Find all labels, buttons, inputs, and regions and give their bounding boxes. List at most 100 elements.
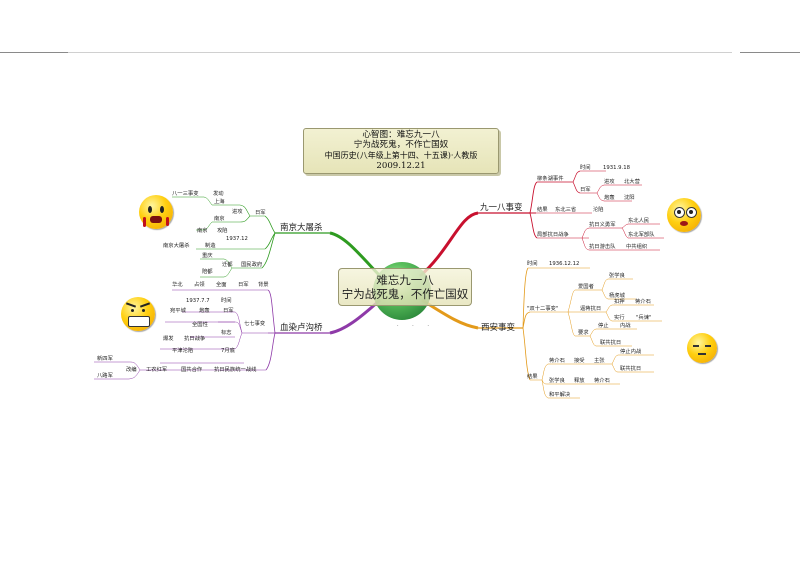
node-xian-t25[interactable]: 和平解决 [549, 392, 571, 398]
node-xian-t11[interactable]: "兵谏" [636, 315, 652, 321]
node-xian-t21[interactable]: 结果 [527, 374, 538, 380]
node-918-t14[interactable]: 东北人民 [628, 218, 650, 224]
node-nanjing-t11[interactable]: 制造 [205, 243, 216, 249]
node-lugou-t13[interactable]: 七七事变 [244, 321, 266, 327]
node-xian-t13[interactable]: 停止 [598, 323, 609, 329]
node-lugou-t21[interactable]: 国共合作 [181, 367, 203, 373]
center-dots: · · · [397, 323, 435, 329]
node-918-t2[interactable]: 时间 [580, 165, 591, 171]
node-lugou-t22[interactable]: 抗日民族统一战线 [214, 367, 257, 373]
node-nanjing-t1[interactable]: 八一三事变 [172, 191, 199, 197]
node-lugou-t15[interactable]: 抗日战争 [184, 336, 206, 342]
node-xian-t23[interactable]: 释放 [574, 378, 585, 384]
node-918-t13[interactable]: 抗日义勇军 [589, 222, 616, 228]
node-xian-t4[interactable]: 张学良 [609, 273, 625, 279]
node-918-t7[interactable]: 炮轰 [604, 195, 615, 201]
bloody-face-emoji-icon [139, 195, 173, 229]
node-nanjing-t12[interactable]: 重庆 [202, 253, 213, 259]
node-lugou-t19[interactable]: 改编 [126, 367, 137, 373]
title-line-3: 中国历史(八年级上第十四、十五课)·人教版 [324, 150, 478, 160]
branch-nanjing-label[interactable]: 南京大屠杀 [280, 223, 323, 233]
top-rule-right [740, 52, 800, 53]
node-xian-t5[interactable]: 杨虎城 [609, 293, 625, 299]
central-topic-line-2: 宁为战死鬼，不作亡国奴 [341, 287, 469, 301]
node-lugou-t17[interactable]: 7月底 [221, 348, 235, 354]
node-lugou-t8[interactable]: 宛平城 [170, 308, 186, 314]
node-lugou-t6[interactable]: 1937.7.7 [186, 298, 210, 304]
central-topic[interactable]: 难忘九一八 宁为战死鬼，不作亡国奴 [338, 268, 472, 306]
node-lugou-t16[interactable]: 平津沦陷 [172, 348, 194, 354]
central-topic-line-1: 难忘九一八 [376, 273, 434, 287]
node-xian-t16[interactable]: 蒋介石 [549, 358, 565, 364]
node-nanjing-t15[interactable]: 陪都 [202, 269, 213, 275]
mind-map-title: 心智图：难忘九一八 宁为战死鬼，不作亡国奴 中国历史(八年级上第十四、十五课)·… [303, 128, 499, 174]
node-xian-t14[interactable]: 内战 [620, 323, 631, 329]
node-nanjing-t4[interactable]: 进攻 [232, 209, 243, 215]
title-line-2: 宁为战死鬼，不作亡国奴 [353, 140, 449, 151]
node-lugou-t9[interactable]: 炮轰 [199, 308, 210, 314]
node-xian-t20[interactable]: 联共抗日 [620, 366, 642, 372]
node-918-t6[interactable]: 北大营 [624, 179, 640, 185]
node-nanjing-t2[interactable]: 发动 [213, 191, 224, 197]
node-xian-t24[interactable]: 蒋介石 [594, 378, 610, 384]
node-918-t16[interactable]: 抗日游击队 [589, 244, 616, 250]
node-918-t3[interactable]: 1931.9.18 [603, 165, 630, 171]
node-lugou-t18[interactable]: 新四军 [97, 356, 113, 362]
branch-lugou-label[interactable]: 血染卢沟桥 [280, 323, 323, 333]
node-xian-t22[interactable]: 张学良 [549, 378, 565, 384]
node-xian-t15[interactable]: 联共抗日 [600, 340, 622, 346]
node-918-t9[interactable]: 结果 [537, 207, 548, 213]
node-lugou-t2[interactable]: 占领 [194, 282, 205, 288]
node-nanjing-t7[interactable]: 南京 [197, 228, 208, 234]
node-xian-t19[interactable]: 停止内战 [620, 349, 642, 355]
node-918-t1[interactable]: 柳条湖事件 [537, 176, 564, 182]
node-lugou-t11[interactable]: 全国性 [192, 322, 208, 328]
node-lugou-t5[interactable]: 背景 [258, 282, 269, 288]
node-nanjing-t5[interactable]: 南京 [214, 216, 225, 222]
node-nanjing-t14[interactable]: 国民政府 [241, 262, 263, 268]
node-918-t11[interactable]: 沦陷 [593, 207, 604, 213]
node-lugou-t4[interactable]: 日军 [238, 282, 249, 288]
node-nanjing-t9[interactable]: 1937.12 [226, 236, 248, 242]
node-nanjing-t10[interactable]: 南京大屠杀 [163, 243, 190, 249]
node-918-t4[interactable]: 日军 [580, 187, 591, 193]
node-xian-t10[interactable]: 实行 [614, 315, 625, 321]
node-lugou-t12[interactable]: 标志 [221, 330, 232, 336]
node-918-t15[interactable]: 东北军部队 [628, 232, 655, 238]
node-xian-t6[interactable]: "双十二事变" [527, 306, 559, 312]
title-line-4: 2009.12.21 [376, 161, 426, 172]
node-xian-t7[interactable]: 扣押 [614, 299, 625, 305]
title-line-1: 心智图：难忘九一八 [362, 130, 440, 140]
node-nanjing-t8[interactable]: 攻陷 [217, 228, 228, 234]
branch-918-label[interactable]: 九一八事变 [480, 203, 523, 213]
node-xian-t3[interactable]: 爱国者 [578, 284, 594, 290]
branch-xian-label[interactable]: 西安事变 [481, 323, 516, 333]
node-xian-t1[interactable]: 时间 [527, 261, 538, 267]
node-918-t8[interactable]: 沈阳 [624, 195, 635, 201]
top-rule-center [68, 52, 732, 53]
node-xian-t2[interactable]: 1936.12.12 [549, 261, 580, 267]
node-xian-t17[interactable]: 接受 [574, 358, 585, 364]
node-xian-t9[interactable]: 逼蒋抗日 [580, 306, 602, 312]
node-nanjing-t3[interactable]: 上海 [214, 199, 225, 205]
node-xian-t18[interactable]: 主张 [594, 358, 605, 364]
branch-918-trunk [419, 211, 479, 278]
node-nanjing-t13[interactable]: 迁都 [222, 262, 233, 268]
node-lugou-t14[interactable]: 爆发 [163, 336, 174, 342]
top-rule-left [0, 52, 68, 53]
node-lugou-t10[interactable]: 日军 [223, 308, 234, 314]
node-918-t17[interactable]: 中共组织 [626, 244, 648, 250]
node-lugou-t1[interactable]: 华北 [172, 282, 183, 288]
node-lugou-t7[interactable]: 时间 [221, 298, 232, 304]
node-nanjing-t6[interactable]: 日军 [255, 210, 266, 216]
node-918-t12[interactable]: 局部抗日战争 [537, 232, 569, 238]
node-xian-t12[interactable]: 要求 [578, 330, 589, 336]
node-lugou-t20[interactable]: 工农红军 [146, 367, 168, 373]
node-xian-t8[interactable]: 蒋介石 [635, 299, 651, 305]
node-lugou-t3[interactable]: 全面 [216, 282, 227, 288]
node-lugou-t23[interactable]: 八路军 [97, 373, 113, 379]
node-918-t5[interactable]: 进攻 [604, 179, 615, 185]
node-918-t10[interactable]: 东北三省 [555, 207, 577, 213]
